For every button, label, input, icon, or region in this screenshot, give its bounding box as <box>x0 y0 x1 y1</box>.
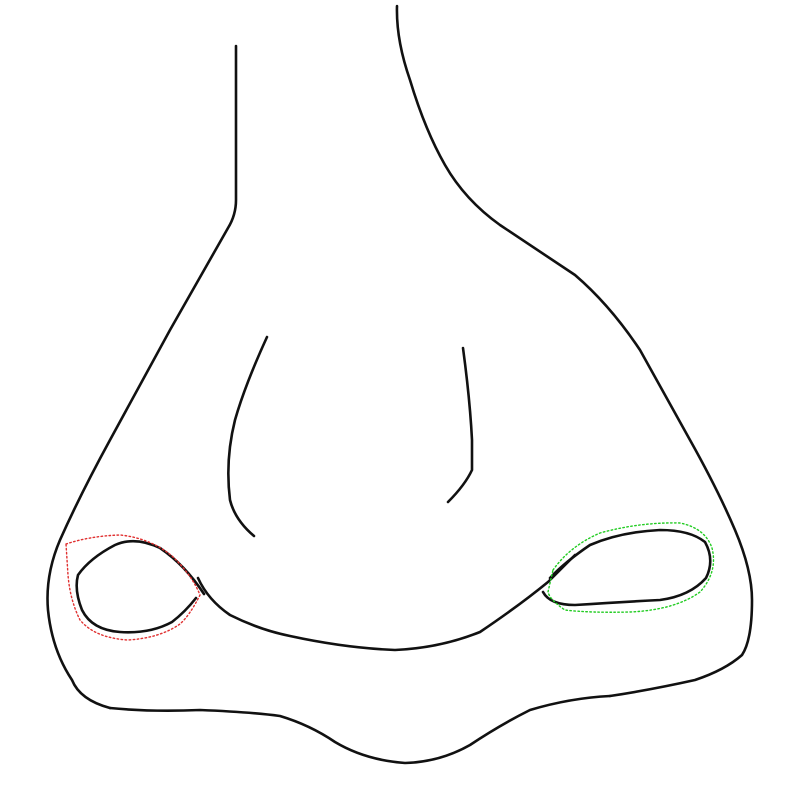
nose-bottom-contour <box>108 694 612 765</box>
left-nostril-marker <box>65 534 201 641</box>
right-nostril-marker <box>547 522 715 613</box>
nose-bridge-right-line <box>395 4 754 698</box>
nose-crease-left <box>227 335 269 538</box>
nose-crease-right <box>446 346 474 504</box>
nose-outline-group <box>46 4 754 765</box>
nose-columella-base <box>196 553 577 652</box>
right-nostril-outline <box>541 528 712 607</box>
nose-bridge-left-line <box>46 44 238 710</box>
